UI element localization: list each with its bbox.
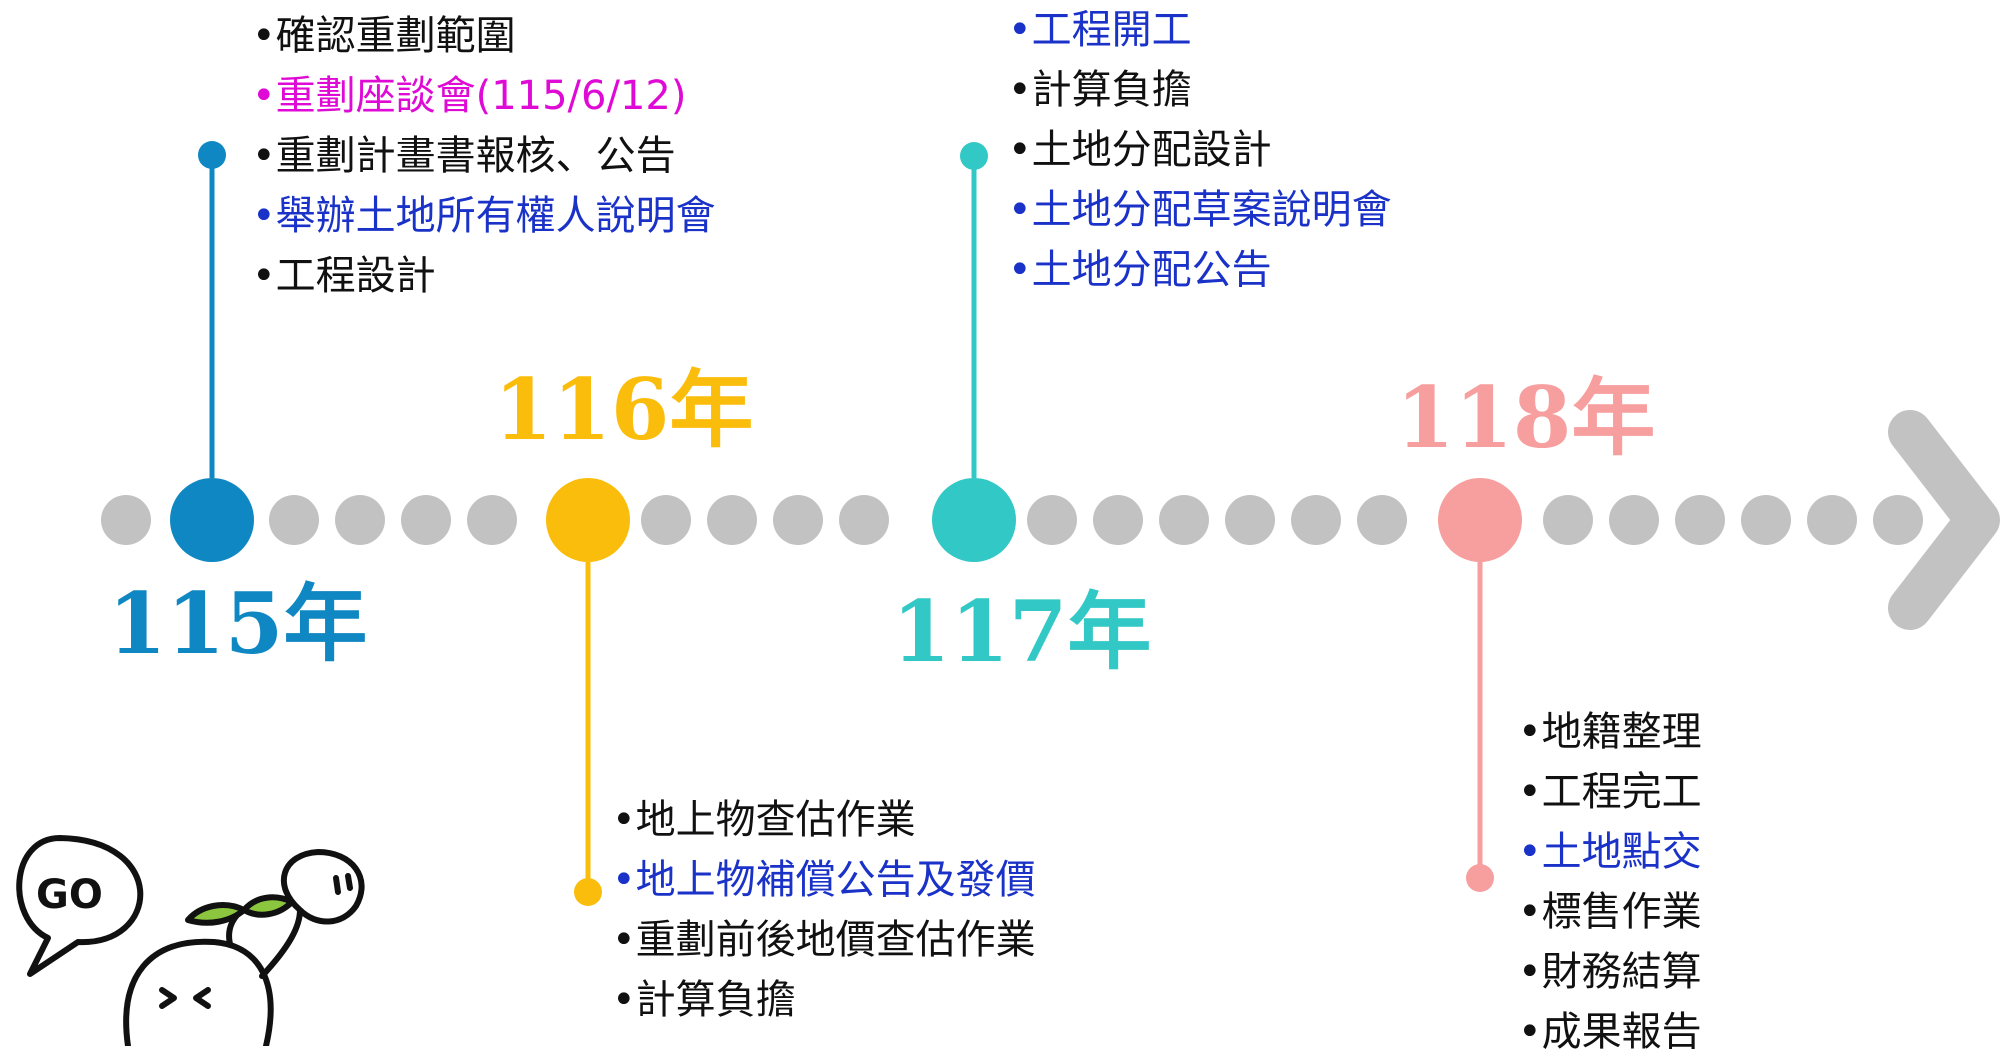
milestone-116 — [546, 478, 630, 562]
connector-dot-115 — [198, 141, 226, 169]
connector-dot-118 — [1466, 864, 1494, 892]
connector-dot-117 — [960, 142, 988, 170]
track-dot — [1027, 495, 1077, 545]
mascot-body — [123, 938, 274, 1046]
track-dot — [1873, 495, 1923, 545]
track-dot — [1159, 495, 1209, 545]
task-item: •工程設計 — [252, 253, 436, 299]
task-item: •重劃計畫書報核、公告 — [252, 133, 676, 179]
milestone-118 — [1438, 478, 1522, 562]
task-item: •地籍整理 — [1518, 709, 1702, 755]
track-dot — [335, 495, 385, 545]
task-item: •地上物補償公告及發價 — [612, 857, 1036, 903]
task-item: •土地分配草案說明會 — [1008, 187, 1392, 233]
track-dot — [269, 495, 319, 545]
task-item: •工程開工 — [1008, 7, 1192, 53]
track-dot — [1225, 495, 1275, 545]
mascot-illustration: GO — [16, 835, 365, 1046]
task-item: •計算負擔 — [612, 977, 796, 1023]
sprout-leaf-right — [241, 894, 295, 918]
track-dot — [1609, 495, 1659, 545]
tasks-118: •地籍整理 •工程完工 •土地點交 •標售作業 •財務結算 •成果報告 — [1518, 702, 1702, 1062]
track-dot — [707, 495, 757, 545]
track-dot — [839, 495, 889, 545]
task-item: •成果報告 — [1518, 1009, 1702, 1055]
task-item: •財務結算 — [1518, 949, 1702, 995]
task-item: •土地點交 — [1518, 829, 1702, 875]
year-label-115: 115年 — [108, 574, 368, 673]
task-item: •舉辦土地所有權人說明會 — [252, 193, 716, 239]
speech-bubble-text: GO — [36, 872, 103, 918]
task-item: •土地分配公告 — [1008, 247, 1272, 293]
task-item: •地上物查估作業 — [612, 797, 916, 843]
track-dots — [101, 495, 1923, 545]
speech-bubble — [16, 835, 144, 977]
milestone-117 — [932, 478, 1016, 562]
task-item: •土地分配設計 — [1008, 127, 1272, 173]
task-item: •重劃座談會(115/6/12) — [252, 73, 687, 119]
sprout-leaf-left — [185, 902, 247, 926]
year-label-117: 117年 — [892, 582, 1152, 681]
track-dot — [1807, 495, 1857, 545]
milestone-115 — [170, 478, 254, 562]
task-item: •標售作業 — [1518, 889, 1702, 935]
track-dot — [1741, 495, 1791, 545]
task-item: •計算負擔 — [1008, 67, 1192, 113]
track-dot — [401, 495, 451, 545]
track-dot — [1291, 495, 1341, 545]
raised-arm — [259, 907, 303, 979]
track-dot — [1675, 495, 1725, 545]
task-item: •工程完工 — [1518, 769, 1702, 815]
task-item: •確認重劃範圍 — [252, 13, 516, 59]
tasks-115: •確認重劃範圍 •重劃座談會(115/6/12) •重劃計畫書報核、公告 •舉辦土地所… — [252, 6, 716, 306]
year-label-116: 116年 — [494, 360, 754, 459]
track-dot — [1093, 495, 1143, 545]
track-dot — [641, 495, 691, 545]
track-dot — [101, 495, 151, 545]
connector-dot-116 — [574, 878, 602, 906]
tasks-117: •工程開工 •計算負擔 •土地分配設計 •土地分配草案說明會 •土地分配公告 — [1008, 0, 1392, 300]
task-item: •重劃前後地價查估作業 — [612, 917, 1036, 963]
year-label-118: 118年 — [1396, 368, 1656, 467]
track-dot — [1543, 495, 1593, 545]
track-dot — [467, 495, 517, 545]
arrow-head-icon — [1888, 410, 2000, 630]
track-dot — [773, 495, 823, 545]
fist — [280, 849, 365, 925]
tasks-116: •地上物查估作業 •地上物補償公告及發價 •重劃前後地價查估作業 •計算負擔 — [612, 790, 1036, 1030]
track-dot — [1357, 495, 1407, 545]
